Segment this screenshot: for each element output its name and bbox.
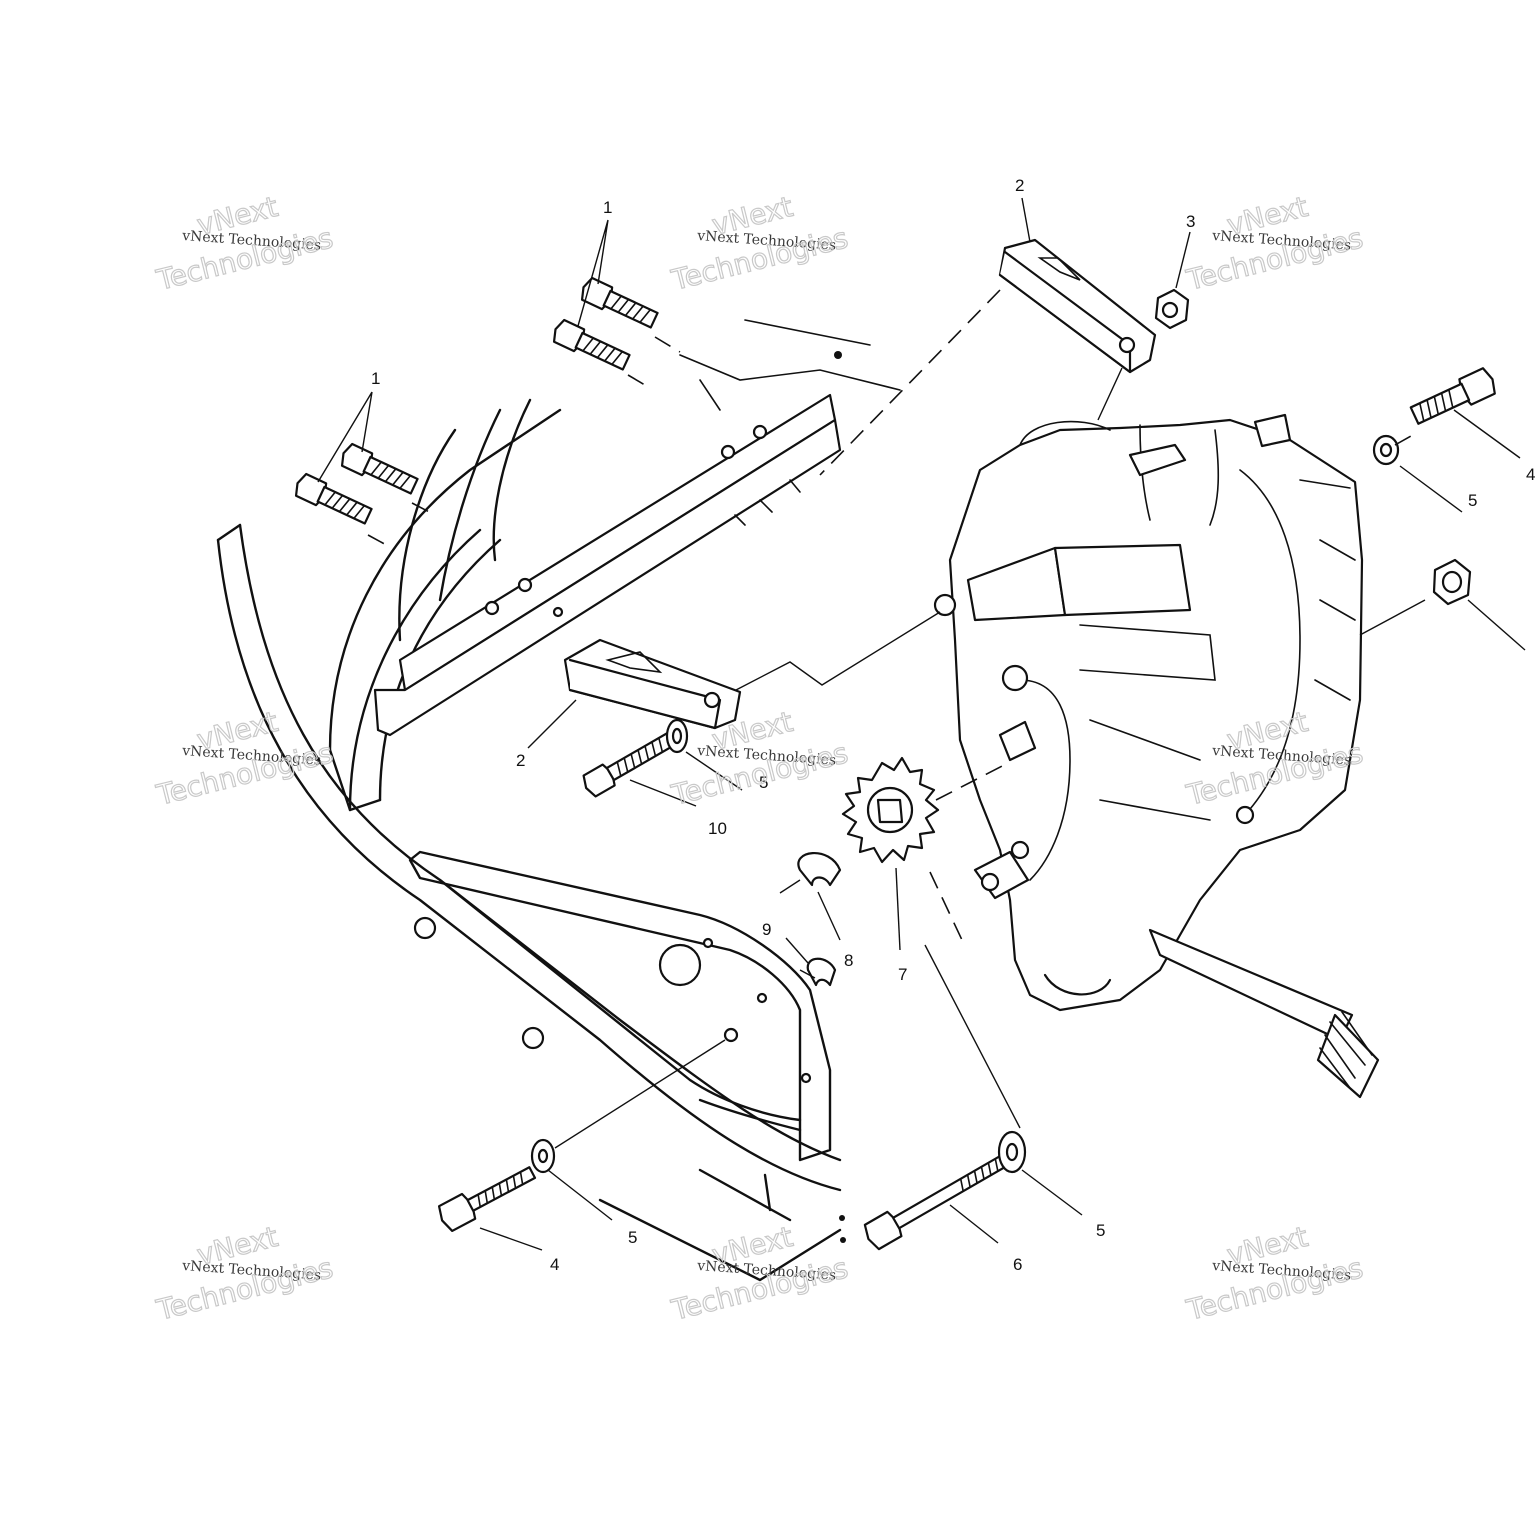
callout-2-upper: 2 — [1015, 176, 1024, 195]
callout-7: 7 — [898, 965, 907, 984]
watermark-top-right: vNext vNext Technologies Technologies — [1182, 189, 1367, 297]
callout-5-right: 5 — [1468, 491, 1477, 510]
callout-5-lower-right: 5 — [1096, 1221, 1105, 1240]
vehicle-frame — [216, 319, 901, 1282]
callout-labels: 1 1 2 2 3 4 4 5 5 5 5 6 7 8 9 10 — [371, 176, 1535, 1274]
callout-8: 8 — [844, 951, 853, 970]
washer-5-mid — [665, 718, 689, 754]
callout-4-right: 4 — [1526, 465, 1535, 484]
washer-5-lower-right — [997, 1130, 1027, 1174]
callout-3: 3 — [1186, 212, 1195, 231]
gearcase-housing — [933, 413, 1380, 1099]
bolt-4-lower — [437, 1166, 537, 1233]
washer-5-lower-left — [530, 1138, 556, 1174]
callout-5-mid: 5 — [759, 773, 768, 792]
clip-8 — [797, 852, 842, 887]
callout-2-lower: 2 — [516, 751, 525, 770]
watermark-bottom-right: vNext vNext Technologies Technologies — [1182, 1219, 1367, 1327]
bolt-4-right — [1409, 367, 1496, 425]
sprocket-7 — [841, 756, 940, 864]
callout-1-lower: 1 — [371, 369, 380, 388]
watermark-bottom-center: vNext vNext Technologies Technologies — [667, 1219, 852, 1327]
watermark-top-left: vNext vNext Technologies Technologies — [152, 189, 337, 297]
bolt-1-lower-b — [294, 472, 373, 525]
bolt-1-upper-b — [552, 318, 631, 371]
washer-5-right — [1372, 434, 1400, 466]
bracket-2-lower — [563, 638, 742, 730]
callout-4-lower: 4 — [550, 1255, 559, 1274]
assembly-lines — [554, 289, 1426, 1149]
callout-1-upper: 1 — [603, 198, 612, 217]
bolt-10 — [582, 731, 676, 798]
callout-leaders — [317, 197, 1526, 1251]
callout-5-lower-left: 5 — [628, 1228, 637, 1247]
watermark-bottom-left: vNext vNext Technologies Technologies — [152, 1219, 337, 1327]
nut-right — [1432, 558, 1472, 606]
bracket-2-upper — [998, 238, 1157, 374]
watermark-top-center: vNext vNext Technologies Technologies — [667, 189, 852, 297]
nut-3 — [1154, 288, 1190, 330]
bolt-1-upper-a — [580, 276, 659, 329]
callout-6: 6 — [1013, 1255, 1022, 1274]
bolt-6 — [863, 1154, 1009, 1251]
bolt-1-lower-a — [340, 442, 419, 495]
callout-10: 10 — [708, 819, 727, 838]
clip-9 — [806, 957, 837, 987]
callout-9: 9 — [762, 920, 771, 939]
